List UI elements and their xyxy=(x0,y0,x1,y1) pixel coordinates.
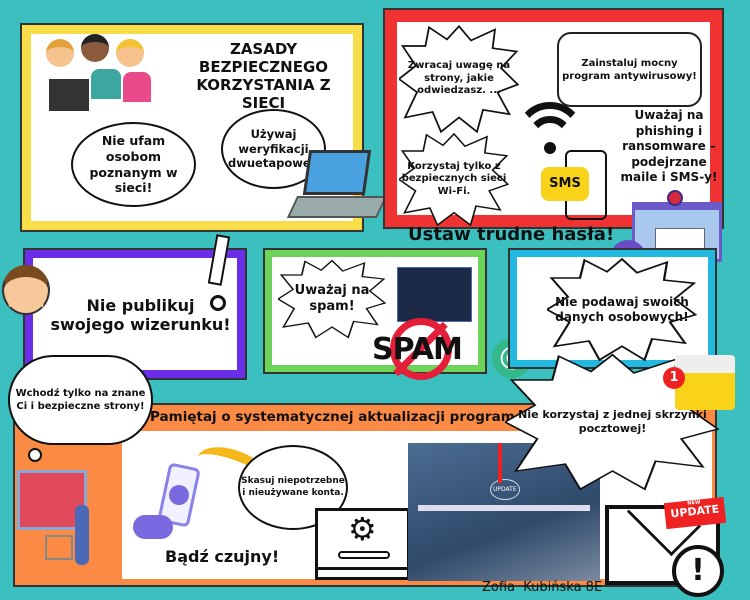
speech-bubble-trust: Nie ufam osobom poznanym w sieci! xyxy=(71,122,196,207)
spiky-bubble-mailbox: Nie korzystaj z jednej skrzynki pocztowe… xyxy=(505,352,720,492)
panel-security: Zwracaj uwagę na strony, jakie odwiedzas… xyxy=(383,8,724,229)
spiky-bubble-spam: Uważaj na spam! xyxy=(278,259,386,339)
spiky-bubble-wifi: Korzystaj tylko z bezpiecznych sieci Wi-… xyxy=(399,132,509,227)
bubble-text: Nie ufam osobom poznanym w sieci! xyxy=(89,133,178,196)
spiky-bubble-data: Nie podawaj swoich danych osobowych! xyxy=(547,257,697,362)
bubble-text: Zainstaluj mocny program antywirusowy! xyxy=(562,57,697,82)
bubble-text: Uważaj na spam! xyxy=(294,282,370,314)
bubble-text: Skasuj niepotrzebne i nieużywane konta. xyxy=(241,476,345,498)
bubble-text: Wchodź tylko na znane Ci i bezpieczne st… xyxy=(15,387,146,413)
spam-label: SPAM xyxy=(372,332,463,367)
wifi-icon xyxy=(515,102,585,162)
gear-icon: ⚙ xyxy=(348,510,377,548)
passwords-heading: Ustaw trudne hasła! xyxy=(408,224,615,245)
boy-face-icon xyxy=(2,265,50,315)
spam-envelope-image xyxy=(397,267,472,322)
bubble-text: Korzystaj tylko z bezpiecznych sieci Wi-… xyxy=(401,160,507,197)
shopping-illustration xyxy=(15,465,110,575)
page-title: ZASADY BEZPIECZNEGO KORZYSTANIA Z SIECI xyxy=(196,40,331,112)
mail-icon xyxy=(675,355,735,410)
spiky-bubble-websites: Zwracaj uwagę na strony, jakie odwiedzas… xyxy=(399,24,519,134)
bubble-text: Nie korzystaj z jednej skrzynki pocztowe… xyxy=(518,408,707,435)
warning-circle-icon: ! xyxy=(672,545,724,597)
update-screen-label: UPDATE xyxy=(490,479,520,500)
thought-dot xyxy=(28,448,42,462)
bubble-text: Nie podawaj swoich danych osobowych! xyxy=(555,294,689,324)
be-alert-text: Bądź czujny! xyxy=(165,547,280,566)
updates-heading: Pamiętaj o systematycznej aktualizacji p… xyxy=(150,409,543,425)
phishing-text: Uważaj na phishing i ransomware – podejr… xyxy=(620,108,718,185)
bubble-text: Zwracaj uwagę na strony, jakie odwiedzas… xyxy=(407,60,511,97)
kids-illustration xyxy=(41,34,151,119)
sms-badge: SMS xyxy=(541,167,589,201)
settings-monitor-icon: ⚙ xyxy=(315,508,410,580)
laptop-icon xyxy=(286,150,388,230)
down-arrow-icon xyxy=(498,443,502,483)
spider-icon xyxy=(667,190,683,206)
panel-title: ZASADY BEZPIECZNEGO KORZYSTANIA Z SIECI … xyxy=(20,23,364,232)
speech-box-antivirus: Zainstaluj mocny program antywirusowy! xyxy=(557,32,702,107)
phone-hand-icon xyxy=(133,462,213,545)
bubble-text: Używaj weryfikacji dwuetapowej. xyxy=(228,127,319,171)
no-publish-text: Nie publikuj swojego wizerunku! xyxy=(50,296,231,335)
signature: Zofia Kubińska 8E xyxy=(482,580,603,595)
exclamation-icon xyxy=(207,234,231,315)
thought-cloud-websites: Wchodź tylko na znane Ci i bezpieczne st… xyxy=(8,355,153,445)
notification-badge: 1 xyxy=(663,367,685,389)
no-spam-sign: SPAM xyxy=(372,318,472,380)
panel-personal-data: Nie podawaj swoich danych osobowych! xyxy=(508,248,717,369)
